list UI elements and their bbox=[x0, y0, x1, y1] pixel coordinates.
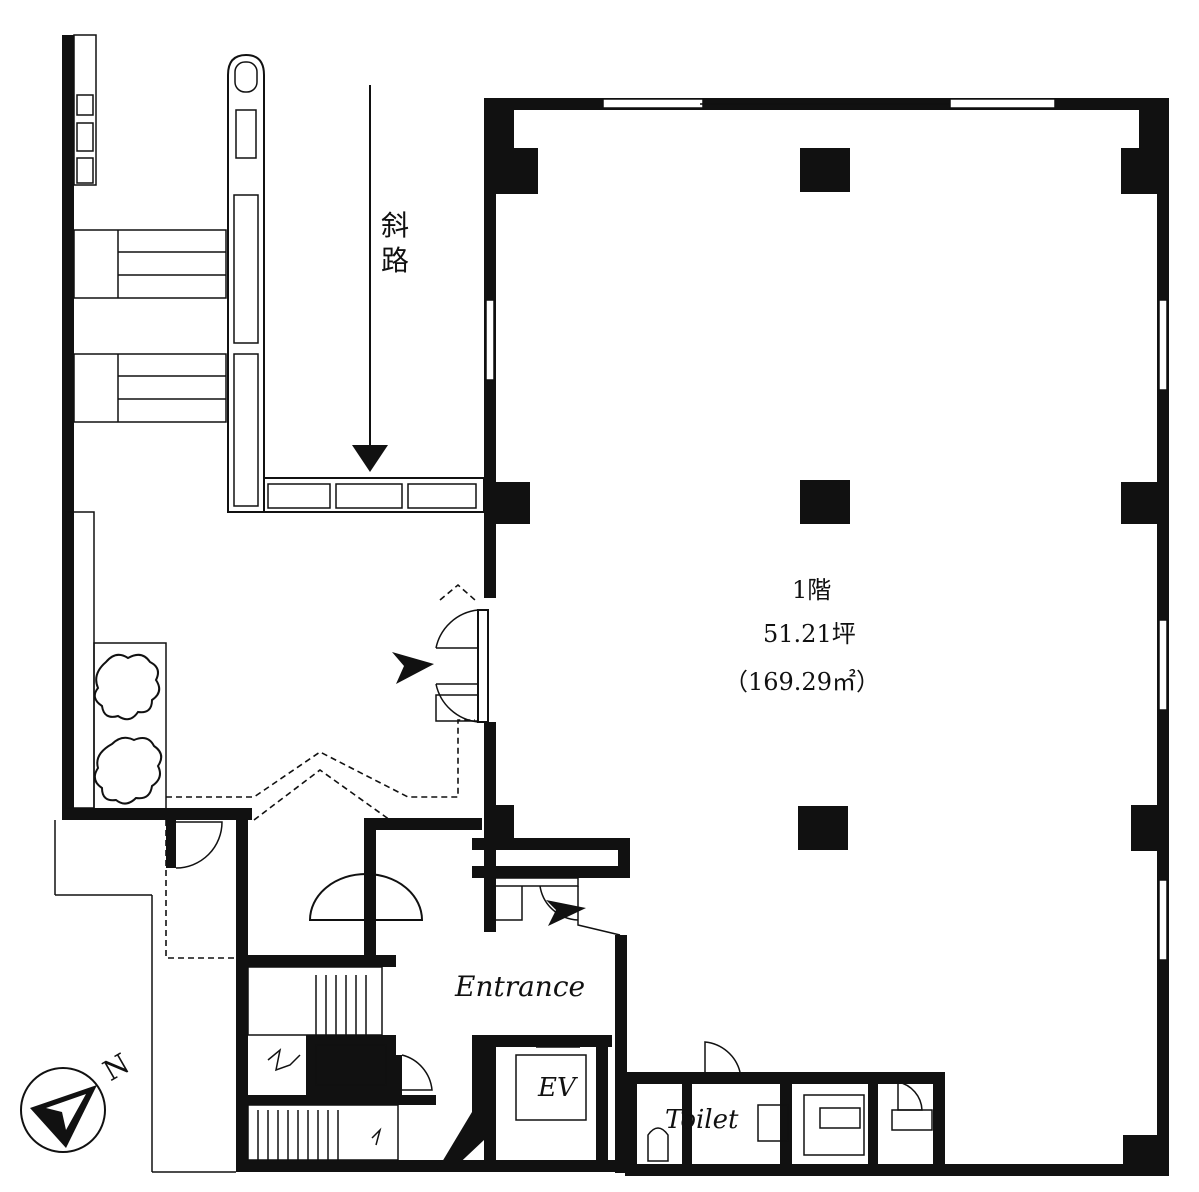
side-door bbox=[166, 820, 223, 869]
ramp-curb bbox=[227, 53, 485, 513]
tree-icon bbox=[93, 653, 161, 721]
area-tsubo: 51.21坪 bbox=[763, 620, 856, 648]
stair-door bbox=[394, 1054, 433, 1095]
service-core bbox=[236, 810, 630, 1173]
canopy-outline bbox=[165, 583, 476, 959]
area-sqm: （169.29㎡） bbox=[724, 668, 880, 696]
tree-icon bbox=[93, 736, 163, 805]
site-left-wall bbox=[62, 34, 252, 820]
compass-icon: N bbox=[20, 1047, 135, 1153]
building-walls bbox=[236, 98, 1169, 1176]
toilet-block bbox=[625, 1041, 945, 1172]
entrance-label: Entrance bbox=[454, 970, 585, 1003]
site-boundary bbox=[54, 820, 236, 1173]
entrance-chamfer bbox=[436, 1112, 484, 1172]
toilet-label: Toilet bbox=[665, 1105, 739, 1135]
windows bbox=[485, 98, 1168, 961]
vestibule-doors bbox=[491, 877, 621, 936]
ev-label: EV bbox=[537, 1073, 578, 1103]
reception-counter bbox=[308, 873, 424, 921]
ramp-label-2: 路 bbox=[381, 244, 409, 277]
planter bbox=[93, 642, 167, 810]
stairs bbox=[247, 966, 399, 1161]
arrow-down-icon bbox=[352, 445, 388, 472]
ramp-arrow bbox=[352, 85, 388, 472]
ramp-label-1: 斜 bbox=[381, 209, 409, 242]
entry-arrow-icon bbox=[546, 900, 586, 926]
north-label: N bbox=[97, 1047, 135, 1088]
parking-stalls bbox=[73, 229, 227, 423]
elevator bbox=[484, 1046, 608, 1160]
entry-arrow-icon bbox=[392, 652, 434, 684]
main-door bbox=[392, 609, 489, 723]
floor-label: 1階 bbox=[792, 576, 831, 604]
